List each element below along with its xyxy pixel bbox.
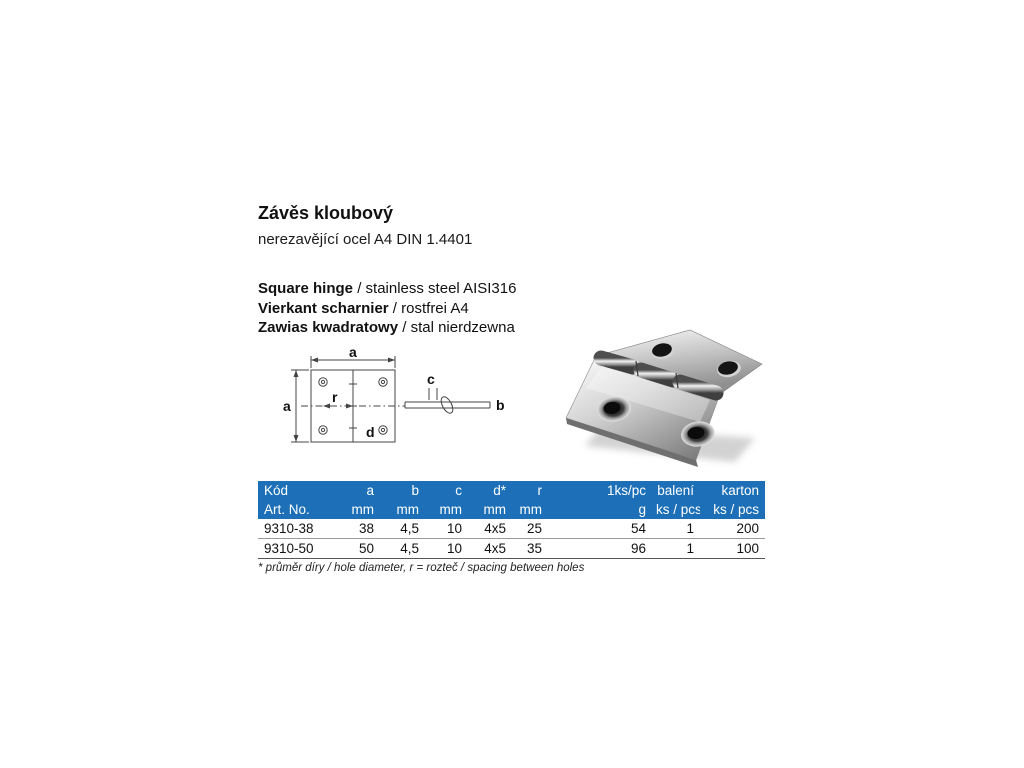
table-footnote: * průměr díry / hole diameter, r = rozte… (258, 562, 585, 574)
col-subheader-c-mm: mm (425, 500, 468, 519)
col-subheader-a-mm: mm (344, 500, 380, 519)
table-row: 9310-38 38 4,5 10 4x5 25 54 1 200 (258, 519, 765, 539)
col-header-kod: Kód (258, 481, 344, 500)
col-subheader-artno: Art. No. (258, 500, 344, 519)
col-header-weight: 1ks/pc (548, 481, 652, 500)
name-desc-pl: / stal nierdzewna (398, 319, 515, 336)
cell-d: 4x5 (468, 538, 512, 559)
col-header-b: b (380, 481, 425, 500)
spec-table: Kód a b c d* r 1ks/pc balení karton Art.… (258, 481, 765, 559)
cell-r: 35 (512, 538, 548, 559)
cell-c: 10 (425, 519, 468, 539)
col-subheader-g: g (548, 500, 652, 519)
product-names: Square hinge / stainless steel AISI316 V… (258, 279, 516, 338)
name-desc-de: / rostfrei A4 (388, 299, 469, 317)
name-term-en: Square hinge (258, 280, 354, 297)
col-header-d: d* (468, 481, 512, 500)
spec-table-container: Kód a b c d* r 1ks/pc balení karton Art.… (258, 481, 765, 559)
cell-a: 38 (344, 519, 380, 539)
product-name-de: Vierkant scharnier / rostfrei A4 (258, 299, 516, 319)
dim-label-a-top: a (349, 348, 357, 360)
cell-b: 4,5 (380, 519, 425, 539)
dim-label-r: r (332, 389, 338, 405)
col-subheader-b-mm: mm (380, 500, 425, 519)
col-subheader-d-mm: mm (468, 500, 512, 519)
table-header-row-2: Art. No. mm mm mm mm mm g ks / pcs ks / … (258, 500, 765, 519)
cell-r: 25 (512, 519, 548, 539)
table-row: 9310-50 50 4,5 10 4x5 35 96 1 100 (258, 538, 765, 559)
dimension-diagram: a a r d c b (283, 348, 505, 443)
product-name-pl: Zawias kwadratowy / stal nierdzewna (258, 318, 516, 338)
col-header-karton: karton (700, 481, 765, 500)
cell-d: 4x5 (468, 519, 512, 539)
col-header-baleni: balení (652, 481, 700, 500)
cell-karton: 100 (700, 538, 765, 559)
dim-label-a-left: a (283, 398, 291, 414)
col-subheader-baleni-pcs: ks / pcs (652, 500, 700, 519)
col-header-c: c (425, 481, 468, 500)
page-subtitle: nerezavějící ocel A4 DIN 1.4401 (258, 231, 473, 248)
cell-artno: 9310-38 (258, 519, 344, 539)
cell-a: 50 (344, 538, 380, 559)
cell-baleni: 1 (652, 519, 700, 539)
name-term-de: Vierkant scharnier (258, 299, 389, 317)
col-header-a: a (344, 481, 380, 500)
table-header-row-1: Kód a b c d* r 1ks/pc balení karton (258, 481, 765, 500)
dim-label-c: c (427, 371, 435, 387)
hinge-photo (565, 329, 763, 467)
col-subheader-r-mm: mm (512, 500, 548, 519)
cell-weight: 96 (548, 538, 652, 559)
dim-label-b: b (496, 397, 505, 413)
cell-artno: 9310-50 (258, 538, 344, 559)
name-term-pl: Zawias kwadratowy (258, 319, 399, 336)
cell-weight: 54 (548, 519, 652, 539)
page-title: Závěs kloubový (258, 203, 394, 223)
cell-baleni: 1 (652, 538, 700, 559)
cell-c: 10 (425, 538, 468, 559)
dim-label-d: d (366, 424, 375, 440)
product-name-en: Square hinge / stainless steel AISI316 (258, 279, 516, 299)
cell-karton: 200 (700, 519, 765, 539)
col-header-r: r (512, 481, 548, 500)
name-desc-en: / stainless steel AISI316 (353, 280, 517, 297)
cell-b: 4,5 (380, 538, 425, 559)
col-subheader-karton-pcs: ks / pcs (700, 500, 765, 519)
